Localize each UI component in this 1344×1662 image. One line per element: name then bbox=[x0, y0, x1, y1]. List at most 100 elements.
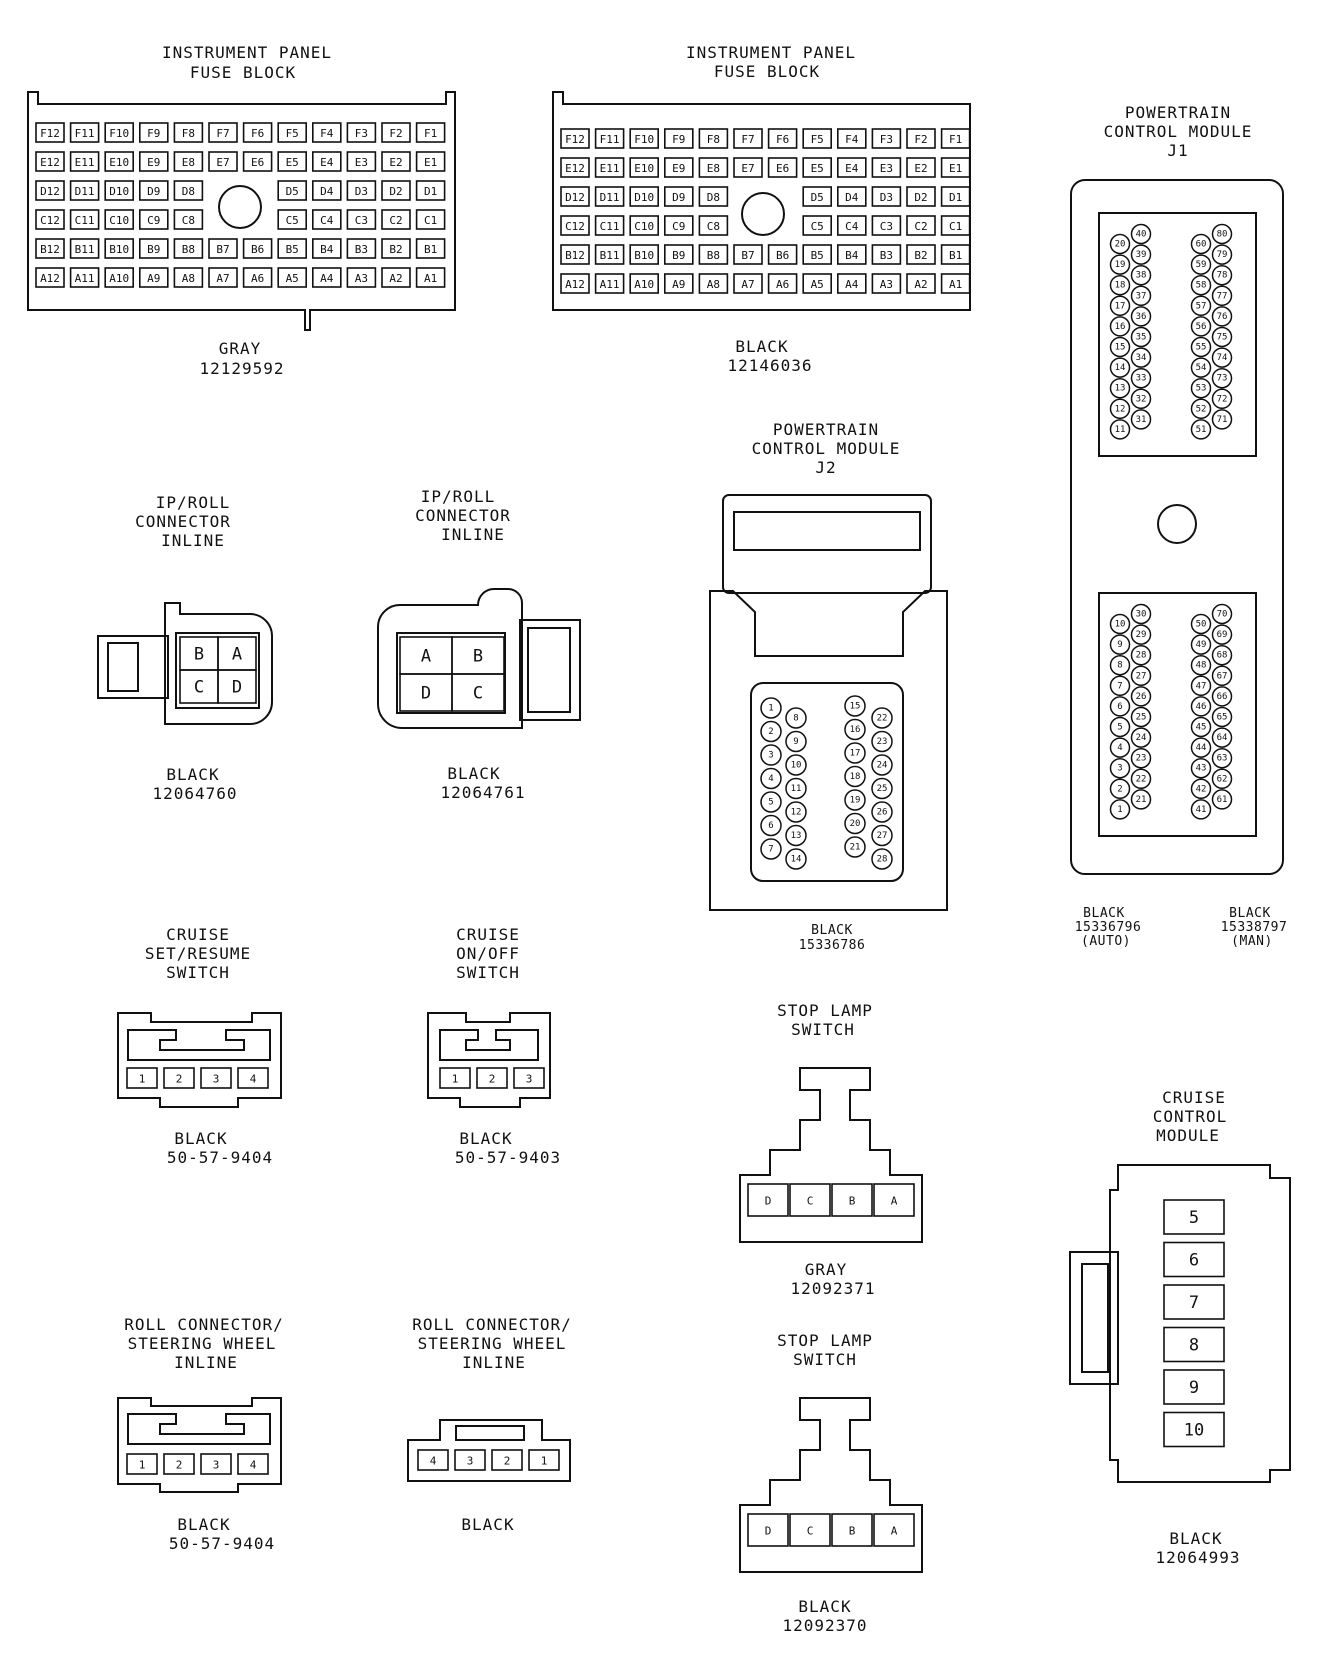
cruise-module-pin-5-label: 5 bbox=[1189, 1208, 1199, 1228]
fuse_black-cavity-d8-cavity bbox=[698, 186, 729, 207]
pcm-j1-pin-10-circle bbox=[1109, 613, 1131, 635]
pcm-j2-pin-5-label: 5 bbox=[768, 798, 773, 808]
fuse_black-cavity-e5-label: E5 bbox=[811, 162, 824, 175]
cruise-module-housing bbox=[1109, 1164, 1291, 1483]
pcm-j2-pin-23-label: 23 bbox=[877, 737, 888, 747]
pcm-j1-pin-13-circle bbox=[1109, 377, 1131, 399]
fuse_black-cavity-f8-cavity bbox=[698, 128, 729, 149]
fuse_gray-cavity-f12-cavity bbox=[35, 122, 65, 143]
pcm-j1-pin-69-label: 69 bbox=[1217, 630, 1228, 640]
fuse_gray-cavity-b10-cavity bbox=[104, 238, 134, 259]
fuse-black-color: BLACK bbox=[735, 337, 788, 356]
fuse_black-cavity-e1-label: E1 bbox=[949, 162, 962, 175]
stop_lamp_black-pin-c-label: C bbox=[807, 1525, 814, 1538]
pcm-j2-pin-15-circle bbox=[844, 695, 866, 717]
fuse_gray-cavity-a10-cavity bbox=[104, 267, 134, 288]
pcm-j1-pin-50-label: 50 bbox=[1196, 620, 1207, 630]
cruise-onoff-housing bbox=[427, 1012, 551, 1108]
pcm-j1-pin-3-label: 3 bbox=[1117, 764, 1122, 774]
fuse_gray-cavity-a3-cavity bbox=[346, 267, 377, 288]
stop-lamp-black-housing bbox=[739, 1397, 923, 1573]
fuse_gray-cavity-f10-label: F10 bbox=[109, 127, 129, 140]
pcm-j1-pin-71-circle bbox=[1211, 409, 1233, 430]
fuse_black-cavity-c11-cavity bbox=[594, 215, 625, 236]
pcm-j2-pin-16-circle bbox=[844, 718, 866, 741]
fuse_gray-cavity-c10-cavity bbox=[104, 209, 134, 230]
fuse_black-cavity-a11-cavity bbox=[594, 273, 625, 294]
stop_lamp_gray-pin-a-cavity bbox=[873, 1183, 915, 1217]
fuse_black-cavity-d12-label: D12 bbox=[565, 191, 585, 204]
fuse_gray-cavity-d2-label: D2 bbox=[389, 185, 402, 198]
pcm-j1-pin-37-circle bbox=[1130, 285, 1152, 307]
iproll_1-pin-b-label: B bbox=[194, 645, 204, 665]
cruise_onoff-pin-1-cavity bbox=[439, 1067, 471, 1089]
pcm-j1-pin-36-circle bbox=[1130, 306, 1152, 327]
fuse_black-cavity-a2-label: A2 bbox=[914, 278, 927, 291]
fuse_gray-cavity-f6-cavity bbox=[242, 122, 273, 143]
iproll-2-pin-block bbox=[396, 632, 506, 714]
fuse_gray-cavity-d10-cavity bbox=[104, 180, 134, 201]
fuse_gray-cavity-f8-cavity bbox=[173, 122, 204, 143]
pcm-j2-pin-20-circle bbox=[844, 812, 866, 835]
iproll-1-title-line-1: IP/ROLL bbox=[156, 493, 230, 512]
fuse_gray-cavity-b10-label: B10 bbox=[109, 243, 129, 256]
fuse_gray-cavity-c4-cavity bbox=[311, 209, 342, 230]
pcm-j2-pin-window bbox=[750, 682, 904, 882]
pcm-j1-pin-52-label: 52 bbox=[1196, 404, 1207, 414]
pcm-j2-pin-13-circle bbox=[785, 824, 807, 847]
roll-sw-1-title-line-1: ROLL CONNECTOR/ bbox=[124, 1315, 284, 1334]
iproll-1-housing bbox=[164, 602, 273, 725]
pcm-j1-pin-78-label: 78 bbox=[1217, 271, 1228, 281]
fuse-block-gray-housing bbox=[27, 91, 456, 331]
fuse_gray-cavity-a7-cavity bbox=[208, 267, 238, 288]
fuse_black-cavity-c10-cavity bbox=[629, 215, 660, 236]
fuse_black-cavity-c10-label: C10 bbox=[634, 220, 654, 233]
fuse_black-cavity-e11-cavity bbox=[594, 157, 625, 178]
pcm-j1-pin-72-circle bbox=[1211, 388, 1233, 410]
pcm-j2-pin-20-label: 20 bbox=[850, 819, 861, 829]
pcm-j1-pin-46-circle bbox=[1190, 696, 1212, 717]
pcm-j1-pin-7-circle bbox=[1109, 675, 1131, 697]
pcm-j1-pin-51-circle bbox=[1190, 419, 1212, 440]
fuse_gray-cavity-c11-cavity bbox=[69, 209, 100, 230]
cruise-module-pin-9-cavity bbox=[1163, 1369, 1225, 1405]
cruise_set-pin-3-label: 3 bbox=[213, 1073, 220, 1086]
pcm-j1-pin-24-circle bbox=[1130, 727, 1152, 748]
fuse_black-cavity-e4-label: E4 bbox=[845, 162, 859, 175]
pcm-j1-pin-77-circle bbox=[1211, 285, 1233, 307]
fuse_black-cavity-f11-label: F11 bbox=[600, 133, 620, 146]
cruise_set-pin-2-label: 2 bbox=[176, 1073, 183, 1086]
roll-sw-2-window bbox=[455, 1425, 525, 1441]
fuse_black-cavity-b9-cavity bbox=[663, 244, 694, 265]
fuse_gray-cavity-e1-cavity bbox=[415, 151, 446, 172]
cruise_onoff-pin-2-label: 2 bbox=[489, 1073, 496, 1086]
pcm-j2-pin-28-circle bbox=[871, 848, 893, 870]
cruise-module-part-number: 12064993 bbox=[1155, 1548, 1240, 1567]
pcm-j2-pin-18-label: 18 bbox=[850, 772, 861, 782]
pcm-j1-pin-17-circle bbox=[1109, 295, 1131, 317]
cruise-module-pin-10-cavity bbox=[1163, 1411, 1225, 1448]
fuse_gray-cavity-e1-label: E1 bbox=[424, 156, 437, 169]
pcm-j1-pin-74-circle bbox=[1211, 347, 1233, 368]
pcm-j1-upper-window bbox=[1098, 212, 1257, 457]
fuse_black-cavity-b7-label: B7 bbox=[741, 249, 754, 262]
pcm-j1-pin-57-circle bbox=[1190, 295, 1212, 317]
fuse_black-cavity-d11-label: D11 bbox=[600, 191, 620, 204]
iproll_2-pin-d-label: D bbox=[421, 684, 431, 704]
pcm-j2-pin-26-label: 26 bbox=[877, 808, 888, 818]
roll-sw-1-part-number: 50-57-9404 bbox=[169, 1534, 275, 1553]
fuse_gray-cavity-e11-cavity bbox=[69, 151, 100, 172]
fuse_gray-cavity-d2-cavity bbox=[381, 180, 411, 201]
pcm-j2-pin-13-label: 13 bbox=[791, 831, 802, 841]
fuse_gray-cavity-d11-cavity bbox=[69, 180, 100, 201]
cruise-module-pin-6-cavity bbox=[1163, 1241, 1225, 1278]
fuse_gray-cavity-b2-cavity bbox=[381, 238, 411, 259]
pcm-j2-pin-9-circle bbox=[785, 730, 807, 753]
fuse_black-cavity-e7-cavity bbox=[733, 157, 763, 178]
fuse_gray-cavity-a6-cavity bbox=[242, 267, 273, 288]
fuse_black-cavity-c1-cavity bbox=[940, 215, 971, 236]
pcm-j1-pin-20-label: 20 bbox=[1115, 240, 1126, 250]
roll_sw_2-pin-1-cavity bbox=[528, 1449, 560, 1471]
pcm-j1-pin-79-label: 79 bbox=[1217, 250, 1228, 260]
